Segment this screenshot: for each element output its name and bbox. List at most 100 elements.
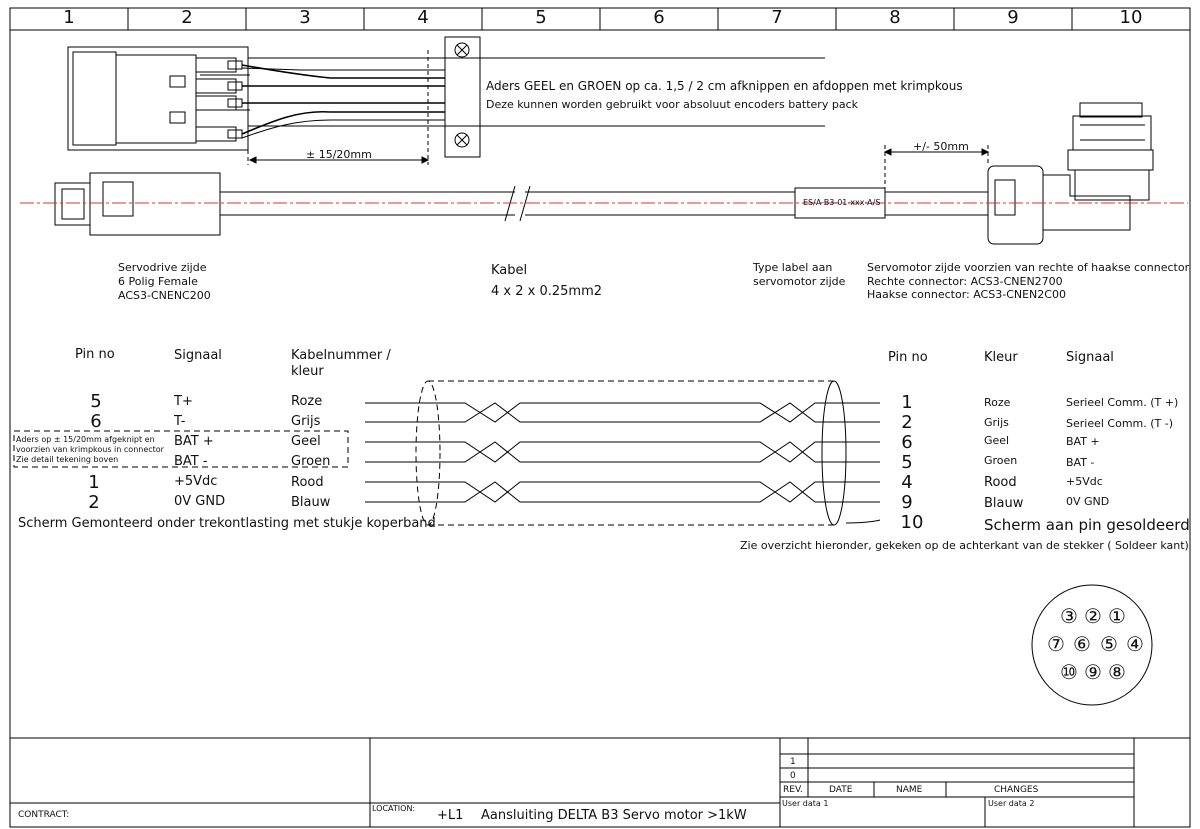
right-row-5-color: Rood	[984, 475, 1017, 490]
right-row-4-color: Groen	[984, 454, 1018, 467]
left-row-4-color: Groen	[291, 454, 331, 469]
left-row-1-pin: 5	[90, 391, 102, 412]
battery-note-box	[13, 430, 349, 468]
right-row-2-color: Grijs	[984, 416, 1009, 429]
grid-col-4: 4	[417, 7, 429, 28]
title-block-lines	[10, 737, 1190, 827]
strain-relief-clamp	[444, 36, 481, 158]
right-row-1-signal: Serieel Comm. (T +)	[1066, 396, 1179, 409]
right-row-5-pin: 4	[901, 472, 913, 493]
grid-col-3: 3	[299, 7, 311, 28]
location-label: LOCATION:	[372, 804, 416, 813]
grid-col-5: 5	[535, 7, 547, 28]
grid-col-9: 9	[1007, 7, 1019, 28]
pin-7-icon: ⑦	[1047, 632, 1065, 656]
right-row-4-signal: BAT -	[1066, 456, 1095, 469]
kabel-title: Kabel	[491, 263, 528, 278]
left-header-signal: Signaal	[174, 348, 222, 363]
user-data-1: User data 1	[782, 799, 829, 808]
grid-col-10: 10	[1119, 7, 1143, 28]
right-row-5-signal: +5Vdc	[1066, 475, 1103, 488]
pin-5-icon: ⑤	[1100, 632, 1118, 656]
left-row-5-color: Rood	[291, 475, 324, 490]
servomotor-line3: Haakse connector: ACS3-CNEN2C00	[867, 288, 1066, 301]
outer-frame	[9, 7, 1191, 828]
pin-6-icon: ⑥	[1073, 632, 1091, 656]
right-header-pin: Pin no	[888, 350, 928, 365]
rev-1: 1	[790, 757, 796, 767]
right-row-3-pin: 6	[901, 432, 913, 453]
right-row-7-signal: Scherm aan pin gesoldeerd	[984, 516, 1190, 534]
twisted-pairs	[365, 402, 881, 524]
location-code: +L1	[437, 808, 464, 823]
grid-col-6: 6	[653, 7, 665, 28]
strip-length-dim: ± 15/20mm	[306, 148, 372, 161]
left-row-1-color: Roze	[291, 394, 323, 409]
servodrive-line3: ACS3-CNENC200	[118, 289, 211, 302]
left-row-6-color: Blauw	[291, 495, 331, 510]
shield-left-note: Scherm Gemonteerd onder trekontlasting m…	[18, 516, 436, 531]
right-row-2-pin: 2	[901, 412, 913, 433]
right-row-1-pin: 1	[901, 392, 913, 413]
cable-assembly	[54, 102, 1154, 245]
drawing-description: Aansluiting DELTA B3 Servo motor >1kW	[481, 808, 747, 823]
type-label-line1: Type label aan	[753, 261, 833, 274]
pin-10-icon: ⑩	[1060, 660, 1078, 684]
pin-8-icon: ⑧	[1108, 660, 1126, 684]
battery-note-line2: voorzien van krimpkous in connector	[16, 445, 164, 454]
left-header-cable: Kabelnummer /	[291, 348, 391, 363]
type-label-line2: servomotor zijde	[753, 275, 846, 288]
strip-note-line2: Deze kunnen worden gebruikt voor absoluu…	[486, 98, 858, 111]
stripped-wires	[241, 64, 445, 139]
left-row-2-signal: T-	[174, 414, 186, 429]
left-header-cable2: kleur	[291, 364, 324, 379]
connector-face	[1031, 584, 1153, 706]
label-offset-dim: +/- 50mm	[913, 140, 969, 153]
rev-0: 0	[790, 771, 796, 781]
left-row-6-pin: 2	[88, 492, 100, 513]
left-row-6-signal: 0V GND	[174, 494, 226, 509]
left-row-5-signal: +5Vdc	[174, 474, 218, 489]
rev-header: REV.	[783, 785, 803, 795]
pin-1-icon: ①	[1108, 604, 1126, 628]
servomotor-line2: Rechte connector: ACS3-CNEN2700	[867, 275, 1063, 288]
left-row-2-pin: 6	[90, 411, 102, 432]
left-row-5-pin: 1	[88, 472, 100, 493]
right-row-6-signal: 0V GND	[1066, 495, 1110, 508]
right-row-6-color: Blauw	[984, 496, 1024, 511]
pin-4-icon: ④	[1126, 632, 1144, 656]
right-row-3-signal: BAT +	[1066, 435, 1100, 448]
right-row-3-color: Geel	[984, 434, 1010, 447]
user-data-2: User data 2	[988, 799, 1035, 808]
left-row-1-signal: T+	[174, 394, 193, 409]
left-row-4-signal: BAT -	[174, 454, 208, 469]
grid-col-2: 2	[181, 7, 193, 28]
left-row-3-color: Geel	[291, 434, 321, 449]
strip-detail-connector	[67, 46, 250, 151]
grid-col-1: 1	[63, 7, 75, 28]
pin-3-icon: ③	[1060, 604, 1078, 628]
battery-note-line3: Zie detail tekening boven	[16, 455, 119, 464]
pin-2-icon: ②	[1084, 604, 1102, 628]
pin-9-icon: ⑨	[1084, 660, 1102, 684]
contract-label: CONTRACT:	[18, 810, 70, 820]
left-row-3-signal: BAT +	[174, 434, 214, 449]
right-row-7-pin: 10	[900, 512, 924, 533]
right-row-4-pin: 5	[901, 452, 913, 473]
strip-note-line1: Aders GEEL en GROEN op ca. 1,5 / 2 cm af…	[486, 79, 963, 93]
kabel-spec: 4 x 2 x 0.25mm2	[491, 284, 603, 299]
left-header-pin: Pin no	[75, 347, 115, 362]
grid-col-8: 8	[889, 7, 901, 28]
name-header: NAME	[896, 785, 923, 795]
grid-col-7: 7	[771, 7, 783, 28]
cable-shield	[415, 380, 847, 526]
servomotor-line1: Servomotor zijde voorzien van rechte of …	[867, 261, 1190, 274]
right-row-1-color: Roze	[984, 396, 1011, 409]
servodrive-line2: 6 Polig Female	[118, 275, 198, 288]
battery-note-line1: Aders op ± 15/20mm afgeknipt en	[16, 435, 155, 444]
left-row-2-color: Grijs	[291, 414, 321, 429]
right-header-color: Kleur	[984, 350, 1018, 365]
view-note: Zie overzicht hieronder, gekeken op de a…	[740, 539, 1189, 552]
